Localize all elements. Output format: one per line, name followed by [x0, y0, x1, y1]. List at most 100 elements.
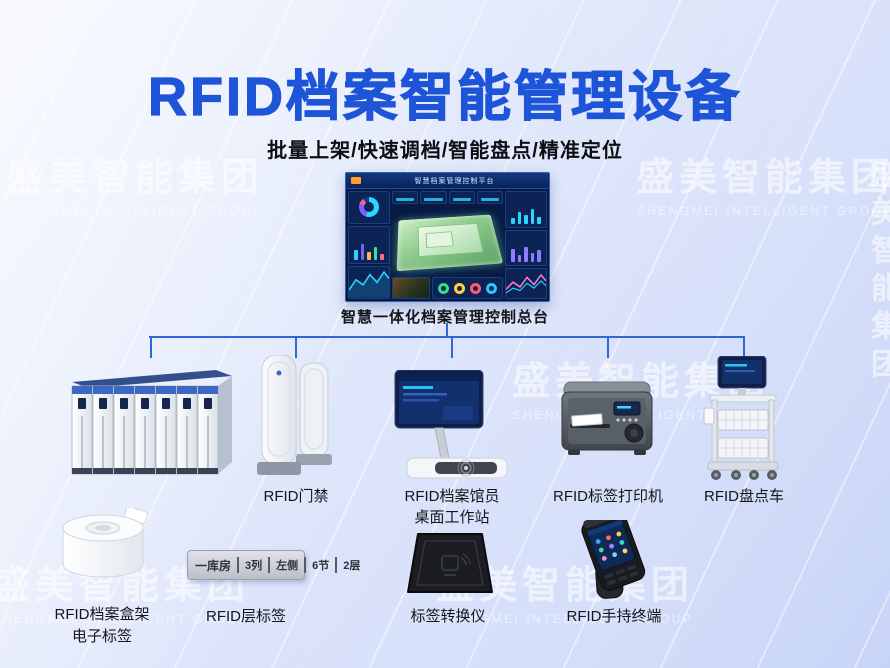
box-tag-label: RFID档案盒架 电子标签: [55, 604, 150, 648]
bar: [367, 252, 371, 261]
cart-top-shelf: [709, 394, 777, 403]
ring-gauge: [485, 282, 497, 294]
bar: [530, 253, 535, 263]
strip-token: 2层: [335, 557, 360, 573]
roll-body: [62, 527, 144, 578]
console-stats-row: [392, 191, 503, 204]
inventory-cart-illustration: [698, 355, 790, 489]
bar: [517, 211, 522, 224]
handheld-label: RFID手持终端: [566, 608, 662, 625]
label-printer-illustration: [558, 376, 658, 469]
console-ring-gauges: [431, 277, 503, 299]
handheld-terminal-illustration: [560, 509, 664, 609]
shelving-svg: [71, 370, 232, 475]
bar: [373, 247, 378, 261]
smart-compact-shelving-illustration: [66, 368, 236, 485]
cart-side-device: [703, 407, 715, 425]
watermark: 盛美智能集团: [860, 158, 890, 386]
rfid-gate-illustration: [254, 354, 338, 488]
printed-label: [571, 413, 603, 427]
bar: [524, 247, 528, 263]
console-bottom-row: [392, 277, 503, 299]
bar: [511, 217, 515, 224]
console-header: 智慧档案管理控制平台: [346, 173, 549, 189]
cart-basket-lower: [717, 437, 769, 459]
bar: [524, 214, 528, 224]
bar: [537, 216, 541, 224]
label-roll-svg: [62, 505, 149, 578]
strip-token: 左侧: [268, 557, 298, 573]
tree-line-horizontal: [149, 336, 745, 338]
ring-gauge: [453, 282, 465, 294]
printer-svg: [561, 381, 653, 455]
converter-emblem: [441, 555, 459, 571]
workstation-svg: [394, 369, 508, 479]
bar: [517, 255, 522, 263]
watermark-en: SHENGMEI INTELLIGENT GROUP: [6, 204, 264, 218]
gate-label: RFID门禁: [263, 488, 329, 505]
stat-tile: [392, 191, 419, 204]
strip-token: 3列: [237, 557, 262, 573]
console-bar-chart-cyan: [505, 191, 547, 228]
bar: [354, 250, 358, 261]
bar: [511, 249, 515, 263]
line-chart-svg: [506, 274, 546, 294]
bar: [380, 254, 384, 261]
workstation-illustration: [391, 369, 511, 489]
monitor-stand: [434, 427, 450, 459]
page-subtitle: 批量上架/快速调档/智能盘点/精准定位: [267, 140, 623, 162]
donut-gauge: [359, 197, 379, 217]
strip-token: 一库房: [195, 558, 232, 573]
console-caption: 智慧一体化档案管理控制总台: [340, 309, 549, 326]
shelf-layer-label-illustration: 一库房 3列 左侧 6节 2层: [187, 550, 360, 580]
gate-svg: [257, 354, 332, 475]
wave-chart-svg: [349, 271, 389, 299]
workstation-label: RFID档案馆员 桌面工作站: [405, 486, 500, 528]
console-body: [346, 189, 549, 301]
converter-inner-border: [416, 540, 484, 586]
console-camera-thumbnail: [392, 277, 430, 299]
ring-gauge: [469, 282, 481, 294]
tree-line-drop: [607, 338, 609, 358]
cart-basket-upper: [717, 409, 769, 431]
cart-base: [707, 461, 779, 471]
tree-line-center: [446, 323, 448, 336]
console-line-chart: [505, 268, 547, 300]
printer-label: RFID标签打印机: [553, 488, 663, 505]
console-wave-chart: [348, 266, 390, 300]
cart-svg: [703, 355, 779, 480]
console-left-column: [348, 191, 390, 300]
cart-label: RFID盘点车: [704, 488, 784, 505]
watermark-cn: 盛美智能集团: [866, 158, 890, 386]
watermark-en: SHENGMEI INTELLIGENT GROUP: [636, 204, 890, 218]
bar: [360, 244, 365, 261]
tag-converter-illustration: [402, 528, 498, 609]
console-center-column: [392, 191, 504, 299]
converter-svg: [407, 533, 493, 593]
console-bar-chart: [348, 225, 390, 265]
bar: [530, 208, 535, 224]
stat-tile: [448, 191, 475, 204]
control-console-screen: 智慧档案管理控制平台: [345, 172, 550, 302]
box-tag-label-line1: RFID档案盒架: [54, 606, 150, 623]
console-3d-floorplan: [396, 214, 504, 272]
workstation-label-line1: RFID档案馆员: [404, 488, 500, 505]
gate-front-panel: [257, 354, 301, 475]
console-logo-icon: [351, 177, 361, 184]
strip-token: 6节: [304, 557, 329, 573]
tree-line-drop: [451, 338, 453, 358]
bar: [537, 250, 541, 263]
tree-line-drop: [295, 338, 297, 358]
tree-line-drop: [743, 338, 745, 358]
ring-gauge: [437, 282, 449, 294]
console-screen-title: 智慧档案管理控制平台: [414, 177, 495, 185]
page-title: RFID档案智能管理设备: [147, 66, 742, 127]
tree-line-drop: [150, 338, 152, 358]
console-bar-chart-purple: [505, 229, 547, 267]
converter-body: [407, 533, 493, 593]
converter-label: 标签转换仪: [410, 608, 486, 625]
label-roll-illustration: [57, 505, 149, 593]
handheld-svg: [581, 509, 646, 599]
console-donut-chart: [348, 191, 390, 224]
